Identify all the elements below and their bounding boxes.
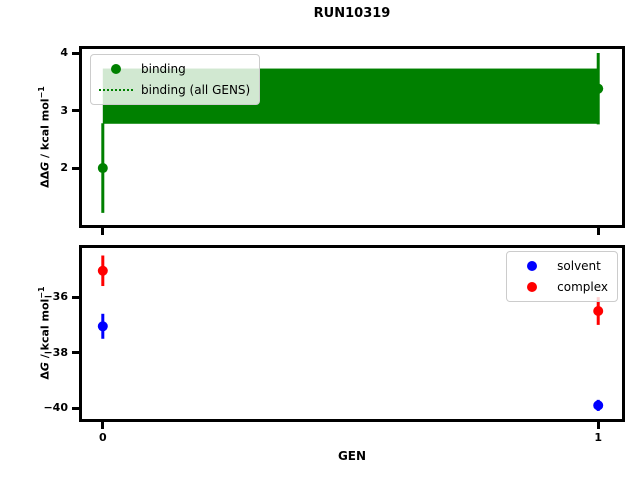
solvent-point xyxy=(97,321,108,332)
x-tick-mark xyxy=(101,422,105,429)
binding-point xyxy=(593,83,604,94)
y-tick-mark xyxy=(72,109,79,113)
x-tick-label: 1 xyxy=(594,431,603,444)
y-tick-mark xyxy=(72,406,79,410)
top-y-axis-label: ΔΔG / kcal mol−1 xyxy=(33,52,52,222)
legend-item: complex xyxy=(514,277,608,297)
legend-item: binding (all GENS) xyxy=(98,80,250,100)
y-tick-label: −40 xyxy=(43,401,68,415)
binding-point xyxy=(97,163,108,174)
y-tick-label: 4 xyxy=(60,46,68,60)
y-tick-mark xyxy=(72,166,79,170)
y-tick-label: 2 xyxy=(60,161,68,175)
dot-icon xyxy=(527,261,538,271)
y-tick-mark xyxy=(72,351,79,355)
y-tick-label: −38 xyxy=(43,345,68,359)
solvent-point xyxy=(593,400,604,411)
y-tick-label: −36 xyxy=(43,290,68,304)
dotted-line-icon xyxy=(99,89,133,91)
legend-label: solvent xyxy=(557,259,601,273)
x-tick-mark xyxy=(101,228,105,235)
bottom-axes: solvent complex xyxy=(79,245,625,422)
binding-all-gens--line-icon xyxy=(98,89,134,91)
legend-label: binding (all GENS) xyxy=(141,83,251,97)
legend-item: solvent xyxy=(514,256,608,276)
bottom-plot xyxy=(97,255,604,411)
x-tick-mark xyxy=(596,422,600,429)
legend-label: complex xyxy=(557,280,608,294)
x-tick-mark xyxy=(596,228,600,235)
x-tick-label: 0 xyxy=(98,431,107,444)
complex-marker-icon xyxy=(514,282,550,292)
dot-icon xyxy=(111,64,121,74)
binding-marker-icon xyxy=(98,64,134,74)
complex-point xyxy=(593,306,604,317)
dot-icon xyxy=(527,282,538,292)
top-legend: binding binding (all GENS) xyxy=(90,54,261,105)
y-tick-mark xyxy=(72,295,79,299)
top-ylabel-exponent: −1 xyxy=(37,86,46,99)
y-tick-label: 3 xyxy=(60,103,68,117)
x-axis-label: GEN xyxy=(337,449,367,463)
top-axes: binding binding (all GENS) xyxy=(79,46,625,228)
legend-item: binding xyxy=(98,59,250,79)
chart-title: RUN10319 xyxy=(313,6,391,21)
bottom-legend: solvent complex xyxy=(506,251,618,302)
solvent-marker-icon xyxy=(514,261,550,271)
y-tick-mark xyxy=(72,51,79,55)
bottom-y-axis-label: ΔG / kcal mol−1 xyxy=(33,248,52,418)
bottom-ylabel-symbol: G xyxy=(38,362,52,372)
legend-label: binding xyxy=(141,62,186,76)
bottom-ylabel-delta: Δ xyxy=(38,371,52,380)
complex-point xyxy=(97,265,108,276)
